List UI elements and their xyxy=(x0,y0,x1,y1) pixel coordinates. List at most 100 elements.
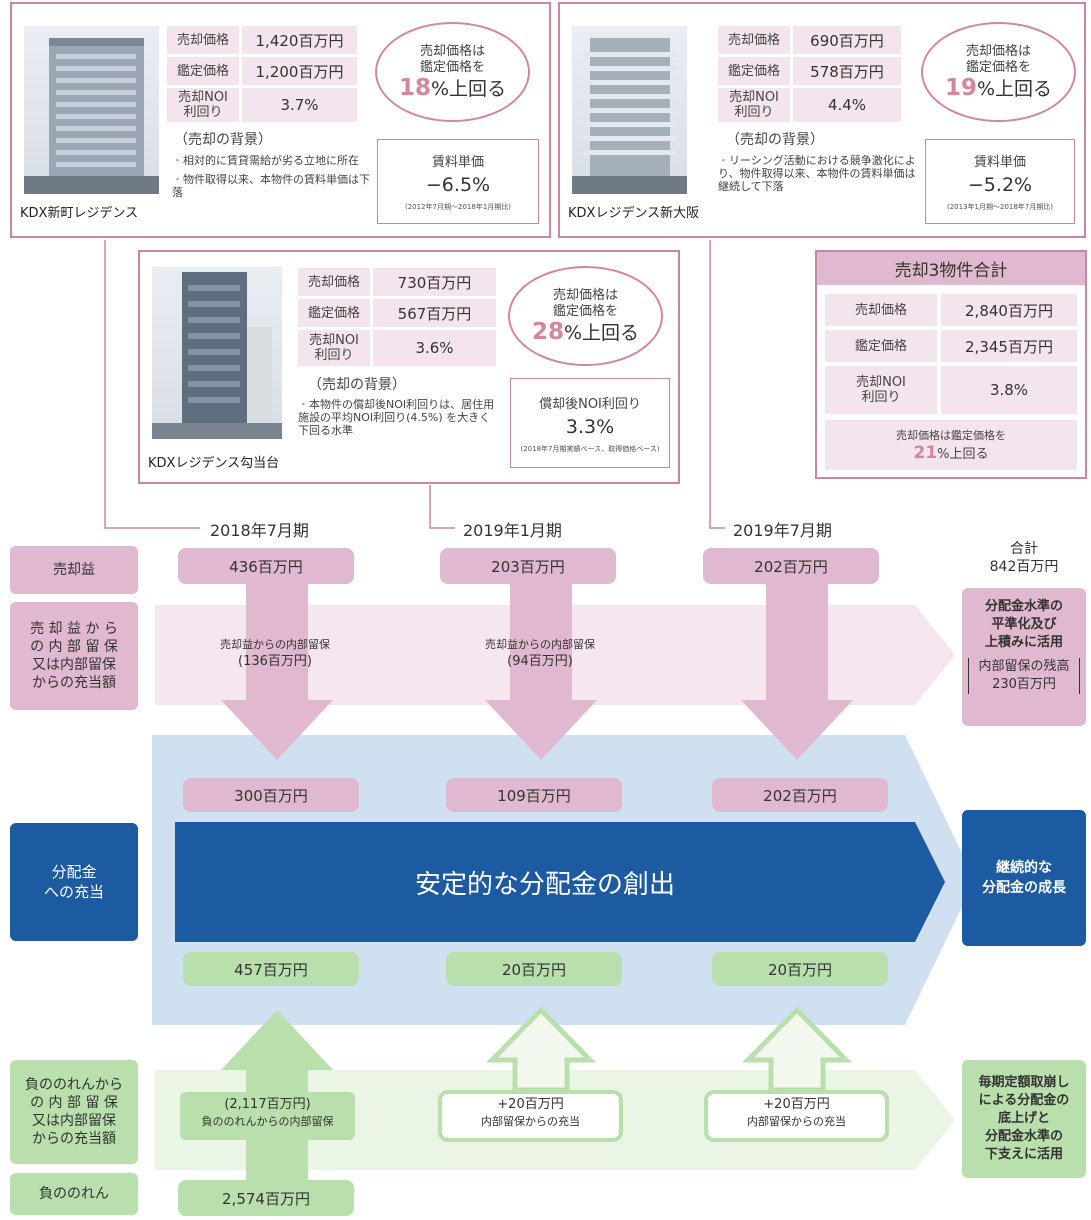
row-value: 4.4% xyxy=(793,88,901,122)
rent-change-box: 賃料単価 −5.2% (2013年1月期～2018年7月期比) xyxy=(925,139,1075,224)
building-photo xyxy=(572,26,687,194)
row-label: 鑑定価格 xyxy=(718,57,790,85)
dist-from-gain-2: 109百万円 xyxy=(446,778,622,812)
gain-total: 合計 842百万円 xyxy=(962,540,1086,576)
retained-value: (136百万円) xyxy=(238,654,312,669)
retained-value: (94百万円) xyxy=(507,654,573,669)
row-label: 売却価格 xyxy=(298,268,370,296)
property-card-shinmachi: KDX新町レジデンス 売却価格 1,420百万円 鑑定価格 1,200百万円 売… xyxy=(10,2,551,238)
dist-from-goodwill-3: 20百万円 xyxy=(712,952,888,986)
gain-value-2: 203百万円 xyxy=(440,548,616,584)
row-label-gain-retained: 売 却 益 か ら の 内 部 留 保 又は内部留保 からの充当額 xyxy=(10,602,138,710)
side-note: (2013年1月期～2018年7月期比) xyxy=(947,203,1053,211)
building-image xyxy=(572,38,687,194)
background-title: （売却の背景） xyxy=(174,132,272,148)
total-label: 合計 xyxy=(1010,541,1038,557)
goodwill-flow-2: +20百万円 内部留保からの充当 xyxy=(438,1090,623,1142)
flow-title: 負ののれんからの内部留保 xyxy=(201,1115,334,1128)
goodwill-value: 2,574百万円 xyxy=(178,1180,354,1216)
oval-premium: 28%上回る xyxy=(532,320,639,345)
oval-line1: 売却価格は xyxy=(552,287,618,303)
period-label-1: 2018年7月期 xyxy=(210,521,309,540)
side-label: 賃料単価 xyxy=(973,155,1026,170)
period-label-2: 2019年1月期 xyxy=(463,521,562,540)
center-banner: 安定的な分配金の創出 xyxy=(414,869,675,900)
goodwill-usage-box: 毎期定額取崩し による分配金の 底上げと 分配金水準の 下支えに活用 xyxy=(962,1060,1086,1178)
flow-title: 内部留保からの充当 xyxy=(481,1115,580,1128)
total-note-line2: 21%上回る xyxy=(913,443,988,463)
retained-title: 売却益からの内部留保 xyxy=(220,638,330,651)
row-value: 3.6% xyxy=(373,330,496,366)
row-label: 売却価格 xyxy=(167,26,239,54)
background-points: ・本物件の償却後NOI利回りは、居住用施設の平均NOI利回り(4.5%) を大き… xyxy=(298,398,496,437)
gain-value-1: 436百万円 xyxy=(178,548,354,584)
balance-value: 230百万円 xyxy=(992,677,1056,692)
oval-premium: 19%上回る xyxy=(945,76,1052,101)
premium-oval: 売却価格は 鑑定価格を 18%上回る xyxy=(375,22,530,122)
balance-label: 内部留保の残高 xyxy=(978,659,1070,674)
oval-line2: 鑑定価格を xyxy=(552,303,618,319)
row-label: 鑑定価格 xyxy=(167,57,239,85)
side-label: 償却後NOI利回り xyxy=(539,396,641,412)
rent-change-box: 賃料単価 −6.5% (2012年7月期～2018年1月期比) xyxy=(377,139,539,224)
flow-value: +20百万円 xyxy=(763,1097,830,1112)
row-label-distribution: 分配金 への充当 xyxy=(10,823,138,941)
flow-title: 内部留保からの充当 xyxy=(747,1115,846,1128)
dist-from-goodwill-1: 457百万円 xyxy=(183,952,359,986)
property-card-koutoudai: KDXレジデンス勾当台 売却価格 730百万円 鑑定価格 567百万円 売却NO… xyxy=(138,250,680,484)
total-row-label: 鑑定価格 xyxy=(825,330,937,362)
oval-line1: 売却価格は xyxy=(419,43,485,59)
side-label: 賃料単価 xyxy=(431,155,484,170)
flow-value: +20百万円 xyxy=(497,1097,564,1112)
premium-pct: 28 xyxy=(531,318,564,345)
dist-from-goodwill-2: 20百万円 xyxy=(446,952,622,986)
dist-from-gain-1: 300百万円 xyxy=(183,778,359,812)
building-photo xyxy=(152,267,282,439)
background-point: ・物件取得以来、本物件の賃料単価は下落 xyxy=(172,173,370,199)
period-label-3: 2019年7月期 xyxy=(733,521,832,540)
total-title: 売却3物件合計 xyxy=(817,252,1085,285)
flow-value: (2,117百万円) xyxy=(224,1097,311,1112)
background-points: ・相対的に賃貸需給が劣る立地に所在 ・物件取得以来、本物件の賃料単価は下落 xyxy=(172,154,370,199)
building-photo xyxy=(24,26,159,194)
premium-suffix: %上回る xyxy=(976,77,1053,100)
background-title: （売却の背景） xyxy=(308,377,406,393)
background-point: ・リーシング活動における競争激化により、物件取得以来、本物件の賃料単価は継続して… xyxy=(718,154,916,193)
side-value: 3.3% xyxy=(565,415,615,438)
gain-value-3: 202百万円 xyxy=(703,548,879,584)
retained-from-gain-1: 売却益からの内部留保 (136百万円) xyxy=(175,636,375,670)
premium-pct: 18 xyxy=(398,74,431,101)
row-value: 730百万円 xyxy=(373,268,496,296)
row-value: 567百万円 xyxy=(373,299,496,327)
row-label-goodwill-retained: 負ののれんから の 内 部 留 保 又は内部留保 からの充当額 xyxy=(10,1060,138,1164)
building-image xyxy=(24,38,159,194)
total-card: 売却3物件合計 売却価格 2,840百万円 鑑定価格 2,345百万円 売却NO… xyxy=(815,250,1087,479)
total-note-line1: 売却価格は鑑定価格を xyxy=(896,429,1006,442)
retained-title: 売却益からの内部留保 xyxy=(485,638,595,651)
row-label-goodwill: 負ののれん xyxy=(10,1173,138,1215)
row-value: 578百万円 xyxy=(793,57,901,85)
side-note: (2018年7月期実績ベース、取得価格ベース) xyxy=(520,444,660,453)
total-row-label: 売却NOI 利回り xyxy=(825,366,937,414)
background-point: ・本物件の償却後NOI利回りは、居住用施設の平均NOI利回り(4.5%) を大き… xyxy=(298,398,495,437)
building-image xyxy=(152,272,282,439)
total-row-label: 売却価格 xyxy=(825,294,937,326)
property-name: KDXレジデンス新大阪 xyxy=(568,206,700,221)
continuous-growth-box: 継続的な 分配金の成長 xyxy=(962,810,1086,946)
background-title: （売却の背景） xyxy=(726,132,824,148)
premium-suffix: %上回る xyxy=(563,321,640,344)
oval-line2: 鑑定価格を xyxy=(419,59,485,75)
smoothing-box: 分配金水準の 平準化及び 上積みに活用 内部留保の残高 230百万円 xyxy=(962,588,1086,726)
total-premium-suffix: %上回る xyxy=(937,447,989,462)
row-label-gain: 売却益 xyxy=(10,546,138,594)
dist-from-gain-3: 202百万円 xyxy=(712,778,888,812)
total-row-value: 3.8% xyxy=(941,366,1077,414)
total-premium-pct: 21 xyxy=(913,443,938,463)
smoothing-text: 分配金水準の 平準化及び 上積みに活用 xyxy=(984,599,1063,650)
row-value: 690百万円 xyxy=(793,26,901,54)
side-note: (2012年7月期～2018年1月期比) xyxy=(405,203,511,211)
noi-yield-box: 償却後NOI利回り 3.3% (2018年7月期実績ベース、取得価格ベース) xyxy=(510,378,670,468)
oval-line1: 売却価格は xyxy=(965,43,1031,59)
row-label: 売却NOI 利回り xyxy=(298,330,370,366)
total-value: 842百万円 xyxy=(989,559,1059,575)
